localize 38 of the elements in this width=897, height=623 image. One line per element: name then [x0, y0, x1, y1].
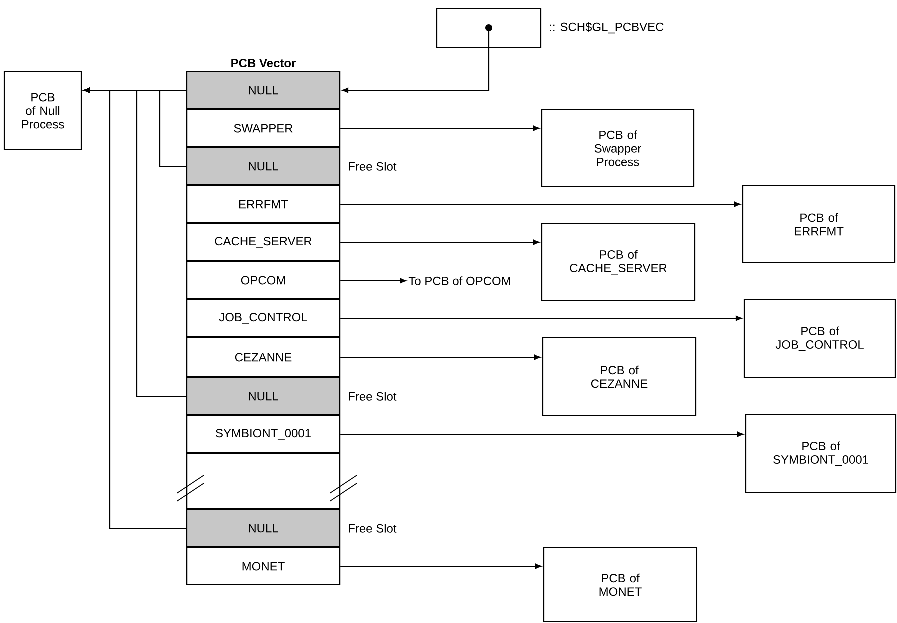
process-box: PCB of CEZANNE	[542, 337, 697, 417]
table-cell: OPCOM	[186, 261, 341, 300]
process-box: PCB of JOB_CONTROL	[744, 299, 896, 379]
pointer-box	[436, 8, 542, 48]
table-cell: NULL	[186, 147, 341, 186]
process-box: PCB of SYMBIONT_0001	[745, 414, 897, 494]
arrow	[340, 354, 541, 360]
arrow	[340, 316, 742, 322]
table-cell: JOB_CONTROL	[186, 299, 341, 338]
arrow	[340, 564, 542, 570]
table-cell: NULL	[186, 71, 341, 110]
table-cell: MONET	[186, 547, 341, 586]
process-box: PCB of Swapper Process	[541, 109, 695, 188]
text-label: To PCB of OPCOM	[408, 276, 510, 286]
arrow	[340, 202, 741, 208]
process-box: PCB of ERRFMT	[742, 185, 896, 264]
side-note: Free Slot	[349, 392, 397, 401]
side-note: Free Slot	[349, 524, 397, 533]
table-cell	[186, 453, 341, 510]
side-note: :: SCH$GL_PCBVEC	[550, 22, 664, 34]
table-cell: CACHE_SERVER	[186, 223, 341, 262]
table-cell: ERRFMT	[186, 185, 341, 224]
table-cell: NULL	[186, 377, 341, 416]
arrow	[340, 240, 540, 246]
side-note: Free Slot	[349, 162, 397, 171]
arrow	[84, 88, 186, 530]
node-label: PCB Vector	[232, 59, 296, 68]
table-cell: SWAPPER	[186, 109, 341, 148]
process-box: PCB of Null Process	[4, 71, 82, 151]
table-cell: SYMBIONT_0001	[186, 415, 341, 454]
arrow	[340, 278, 406, 284]
arrow	[340, 126, 540, 132]
table-cell: CEZANNE	[186, 337, 341, 378]
table-cell: NULL	[186, 509, 341, 548]
process-box: PCB of MONET	[543, 547, 698, 623]
arrow	[342, 24, 492, 94]
process-box: PCB of CACHE_SERVER	[541, 223, 696, 302]
arrow	[340, 432, 744, 438]
